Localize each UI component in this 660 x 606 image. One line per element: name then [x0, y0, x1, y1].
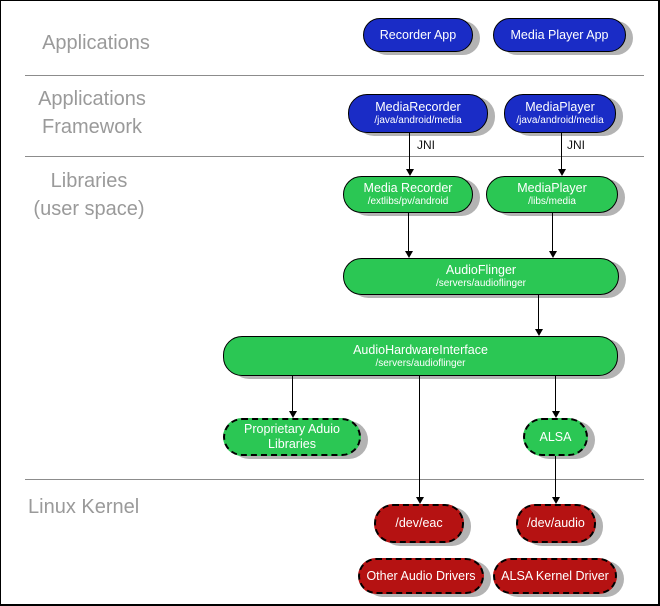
- node-title: ALSA: [539, 429, 572, 444]
- node-dev-audio: /dev/audio: [516, 504, 596, 543]
- node-title: Proprietary Aduio Libraries: [244, 422, 340, 451]
- divider-framework-libraries: [25, 156, 644, 157]
- node-dev-eac: /dev/eac: [374, 504, 464, 543]
- node-audiohardwareinterface: AudioHardwareInterface /servers/audiofli…: [223, 336, 618, 376]
- node-mediaplayer-lib: MediaPlayer /libs/media: [486, 176, 618, 213]
- node-recorder-app: Recorder App: [363, 18, 473, 52]
- arrow-recorderlib-to-audioflinger: [404, 213, 413, 258]
- jni-label-right: JNI: [567, 138, 585, 152]
- node-title: Recorder App: [379, 27, 457, 42]
- node-audioflinger: AudioFlinger /servers/audioflinger: [343, 258, 619, 295]
- node-mediarecorder-framework: MediaRecorder /java/android/media: [348, 94, 488, 133]
- arrow-audioflinger-to-ahi: [534, 295, 543, 336]
- node-title: ALSA Kernel Driver: [501, 568, 609, 583]
- arrow-ahi-to-dev-eac: [415, 376, 424, 504]
- divider-libraries-kernel: [25, 479, 644, 480]
- node-title: AudioHardwareInterface: [353, 342, 488, 357]
- node-subtitle: /java/android/media: [374, 115, 462, 126]
- node-title: Other Audio Drivers: [366, 568, 476, 583]
- node-other-audio-drivers: Other Audio Drivers: [358, 558, 484, 594]
- node-title: /dev/audio: [527, 516, 585, 530]
- node-media-recorder-lib: Media Recorder /extlibs/pv/android: [343, 176, 473, 213]
- node-media-player-app: Media Player App: [493, 18, 626, 52]
- node-alsa-kernel-driver: ALSA Kernel Driver: [493, 558, 617, 594]
- section-label-linux-kernel: Linux Kernel: [28, 496, 140, 518]
- section-label-applications-framework: Applications Framework: [38, 88, 146, 138]
- node-title: AudioFlinger: [445, 263, 517, 277]
- node-mediaplayer-framework: MediaPlayer /java/android/media: [504, 94, 616, 133]
- arrow-mediaplayer-to-lib: [557, 133, 566, 176]
- node-title: MediaPlayer: [525, 100, 595, 114]
- node-title: MediaRecorder: [375, 100, 461, 114]
- node-title: Media Recorder: [363, 181, 453, 195]
- node-proprietary-audio-libraries: Proprietary Aduio Libraries: [223, 418, 361, 456]
- arrow-ahi-to-alsa: [551, 376, 560, 418]
- node-title: /dev/eac: [395, 516, 443, 530]
- node-subtitle: /servers/audioflinger: [375, 357, 466, 369]
- arrow-alsa-to-dev-audio: [551, 456, 560, 504]
- jni-label-left: JNI: [417, 138, 435, 152]
- arrow-playerlib-to-audioflinger: [548, 213, 557, 258]
- node-subtitle: /java/android/media: [516, 115, 604, 126]
- node-subtitle: /libs/media: [528, 196, 576, 207]
- node-subtitle: /extlibs/pv/android: [367, 196, 449, 207]
- arrow-ahi-to-proprietary: [288, 376, 297, 418]
- node-title: Media Player App: [510, 27, 609, 42]
- node-subtitle: /servers/audioflinger: [435, 278, 527, 289]
- divider-applications-framework: [25, 75, 644, 76]
- node-title: MediaPlayer: [517, 181, 587, 195]
- arrow-mediarecorder-to-lib: [405, 133, 414, 176]
- section-label-libraries: Libraries (user space): [33, 170, 145, 220]
- node-alsa: ALSA: [523, 418, 588, 456]
- section-label-applications: Applications: [42, 32, 150, 54]
